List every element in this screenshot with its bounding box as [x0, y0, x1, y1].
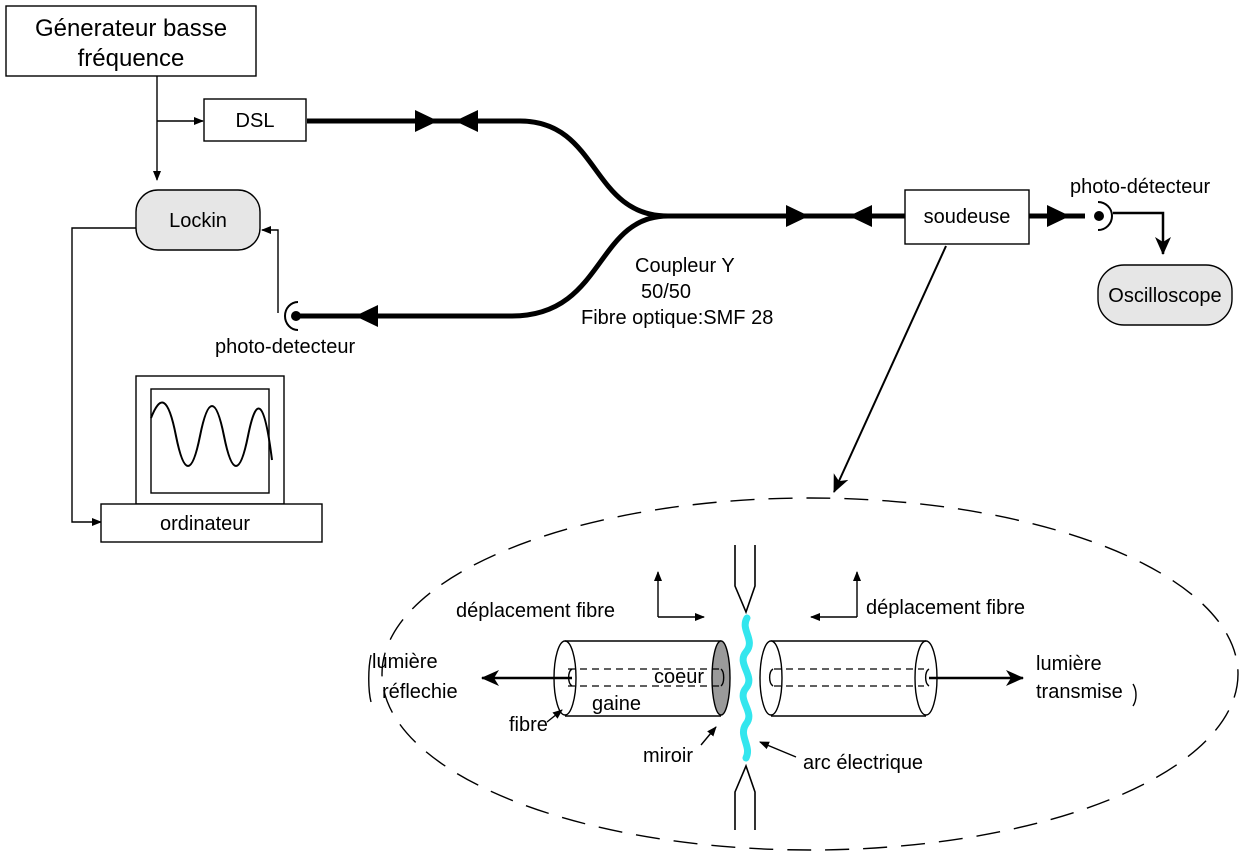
computer-monitor [135, 375, 285, 505]
soudeuse-box: soudeuse [904, 189, 1030, 245]
photodetector-left-label: photo-detecteur [215, 336, 355, 358]
coupler-label-line3: Fibre optique:SMF 28 [581, 307, 773, 329]
generator-label-line2: fréquence [78, 45, 185, 72]
transmitted-light-label-line1: lumière [1036, 653, 1102, 675]
arc-label: arc électrique [803, 752, 923, 774]
oscilloscope-label: Oscilloscope [1108, 285, 1221, 307]
electric-arc [739, 614, 753, 762]
photodetector-right-label: photo-détecteur [1070, 176, 1210, 198]
electrode-top [734, 545, 756, 615]
photodetector-to-lockin-line [261, 226, 279, 313]
generator-label-line1: Génerateur basse [35, 15, 227, 42]
fiber-arrow-backward [355, 305, 378, 327]
reflected-light-label-line2: réflechie [382, 681, 458, 703]
computer-label: ordinateur [160, 513, 250, 535]
electrode-bottom [734, 763, 756, 830]
cladding-label: gaine [592, 693, 641, 715]
reflected-light-label-line1: lumière [372, 651, 438, 673]
dsl-box: DSL [203, 98, 307, 142]
fiber-arrow-backward [849, 205, 872, 227]
mirror-label: miroir [643, 745, 693, 767]
displacement-left-label: déplacement fibre [456, 600, 615, 622]
coupler-label-line1: Coupleur Y [635, 255, 735, 277]
left-fiber-cylinder [553, 640, 731, 717]
core-label: coeur [654, 666, 704, 688]
transmitted-light-label-line2: transmise [1036, 681, 1123, 703]
mirror-pointer-arrow [700, 726, 717, 746]
lockin-label: Lockin [169, 210, 227, 232]
detail-outline [381, 497, 1239, 851]
waveform-icon [150, 401, 273, 467]
soudeuse-label: soudeuse [924, 206, 1011, 228]
right-fiber-cylinder [759, 640, 938, 717]
fiber-arrow-forward [1047, 205, 1070, 227]
generator-box: Génerateur basse fréquence [5, 5, 257, 77]
zoom-arrow [833, 245, 947, 493]
photodetector-to-oscilloscope-line [1113, 211, 1171, 255]
bracket-right [1132, 683, 1137, 707]
fiber-upper-branch [307, 118, 905, 219]
oscilloscope-box: Oscilloscope [1097, 264, 1233, 326]
fiber-label: fibre [509, 714, 548, 736]
bracket-left [368, 654, 372, 703]
fiber-lower-branch [300, 213, 669, 319]
fiber-arrow-forward [415, 110, 438, 132]
fiber-pointer-arrow [546, 709, 563, 723]
lockin-box: Lockin [135, 189, 261, 251]
mirror-surface [711, 640, 731, 716]
fiber-arrow-forward [786, 205, 809, 227]
arc-pointer-arrow [759, 741, 797, 758]
coupler-label-line2: 50/50 [641, 281, 691, 303]
computer-box: ordinateur [100, 503, 323, 543]
dsl-label: DSL [236, 110, 275, 132]
lockin-to-computer-line [71, 227, 136, 526]
photodetector-right [1094, 201, 1113, 231]
displacement-right-label: déplacement fibre [866, 597, 1025, 619]
fiber-arrow-backward [455, 110, 478, 132]
photodetector-left [284, 301, 301, 331]
